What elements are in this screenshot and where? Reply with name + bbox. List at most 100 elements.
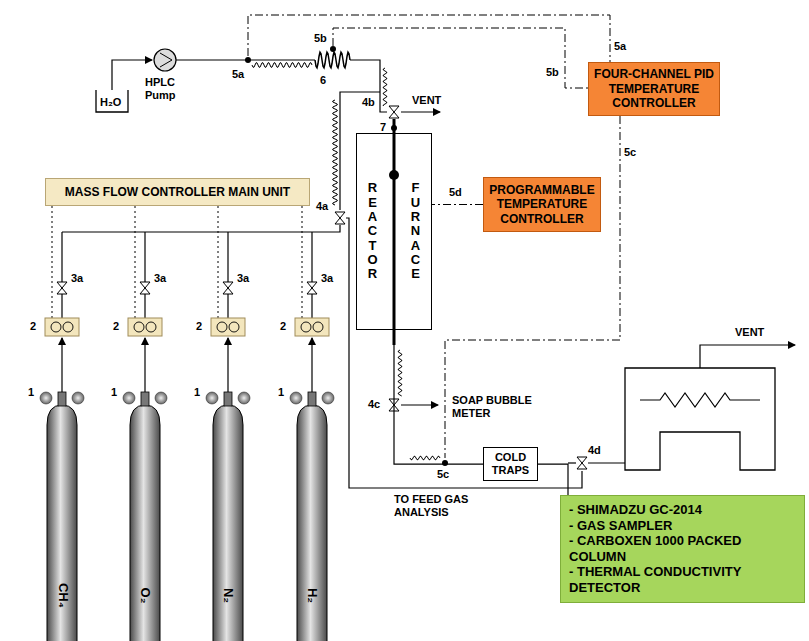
box-text: - THERMAL CONDUCTIVITY DETECTOR	[569, 564, 796, 595]
outlet-line	[568, 462, 576, 463]
gc-detector-housing	[625, 368, 775, 470]
gc-info-box: - SHIMADZU GC-2014- GAS SAMPLER- CARBOXE…	[560, 495, 805, 603]
heat-tracing	[333, 100, 337, 205]
callout-number: 4d	[588, 444, 601, 457]
thermowell	[393, 119, 396, 345]
signal-line	[135, 206, 136, 318]
junction-dot	[245, 57, 251, 63]
mfc-symbol	[217, 322, 227, 332]
box-text: - GAS SAMPLER	[569, 518, 672, 534]
thermocouple-signal	[248, 15, 610, 62]
callout-number: 7	[380, 121, 386, 134]
temperature-controller: FOUR-CHANNEL PID TEMPERATURE CONTROLLER	[588, 62, 720, 116]
part-label: VENT	[735, 326, 764, 339]
junction-dot	[442, 460, 448, 466]
controller-unit: MASS FLOW CONTROLLER MAIN UNIT	[45, 178, 310, 206]
process-line	[538, 464, 568, 495]
callout-number: 1	[278, 386, 284, 399]
junction-dot	[391, 125, 397, 131]
callout-number: 5c	[437, 468, 449, 481]
gas-line	[61, 232, 62, 318]
mfc-symbol	[313, 322, 323, 332]
reactor-furnace: REACTOR FURNACE	[356, 133, 432, 330]
valve-symbol	[307, 282, 317, 294]
callout-number: 3a	[71, 272, 83, 285]
cylinder-neck	[224, 392, 232, 406]
callout-number: 2	[280, 320, 286, 333]
callout-number: 4c	[368, 398, 380, 411]
heat-tracing	[252, 63, 312, 67]
mfc-symbol	[134, 322, 144, 332]
vertical-title: REACTOR	[366, 181, 379, 281]
pressure-regulator	[206, 392, 218, 404]
gas-name: O₂	[138, 587, 153, 603]
pressure-regulator	[238, 392, 250, 404]
callout-number: 2	[30, 320, 36, 333]
gc-vent-line	[700, 345, 795, 368]
gas-line	[61, 338, 62, 392]
mfc-symbol	[229, 322, 239, 332]
part-label: SOAP BUBBLE METER	[452, 394, 542, 419]
callout-number: 4b	[362, 96, 375, 109]
reactor-inlet-line	[350, 60, 387, 112]
pressure-regulator	[322, 392, 334, 404]
mass-flow-controller	[211, 318, 245, 336]
box-text: MASS FLOW CONTROLLER MAIN UNIT	[65, 185, 290, 199]
hplc-pump	[154, 49, 176, 71]
callout-number: 5b	[546, 66, 559, 79]
valve-symbol	[335, 212, 345, 224]
heat-tracing	[410, 456, 440, 459]
callout-number: 5d	[449, 186, 462, 199]
callout-number: 5c	[624, 146, 636, 159]
signal-line	[218, 206, 219, 318]
box-text: PROGRAMMABLE TEMPERATURE CONTROLLER	[489, 183, 595, 226]
temperature-controller: PROGRAMMABLE TEMPERATURE CONTROLLER	[483, 177, 601, 232]
gas-cylinder	[213, 405, 243, 641]
heat-tracing	[398, 350, 401, 396]
part-label: TO FEED GAS ANALYSIS	[394, 493, 486, 518]
callout-number: 2	[196, 320, 202, 333]
box-text: FOUR-CHANNEL PID TEMPERATURE CONTROLLER	[594, 67, 714, 110]
gas-cylinder	[130, 405, 160, 641]
thermocouple-signal	[445, 116, 620, 458]
gas-name: H₂	[305, 587, 320, 602]
process-line	[432, 204, 483, 205]
gas-manifold	[62, 225, 340, 232]
callout-number: 5a	[232, 68, 244, 81]
pressure-regulator	[40, 392, 52, 404]
callout-number: 5b	[314, 32, 327, 45]
pressure-regulator	[155, 392, 167, 404]
gas-name: CH₄	[55, 583, 70, 608]
catalyst-bed	[389, 170, 399, 180]
callout-number: 6	[320, 74, 326, 87]
gas-line	[311, 232, 312, 318]
valve-symbol	[223, 282, 233, 294]
part-label: H₂O	[100, 96, 121, 109]
callout-number: 3a	[154, 272, 166, 285]
valve-symbol	[389, 106, 399, 118]
part-label: HPLC Pump	[145, 76, 185, 101]
pressure-regulator	[123, 392, 135, 404]
mass-flow-controller	[45, 318, 79, 336]
tcd-filament	[640, 393, 760, 407]
feed-analysis-line	[346, 218, 582, 488]
mfc-symbol	[51, 322, 61, 332]
mfc-symbol	[63, 322, 73, 332]
valve-symbol	[577, 457, 587, 469]
thermocouple-signal	[333, 28, 588, 88]
vertical-title: FURNACE	[409, 181, 422, 281]
gas-cylinder	[297, 405, 327, 641]
junction-dot	[330, 46, 336, 52]
box-text: COLD TRAPS	[489, 451, 532, 477]
gas-name: N₂	[221, 587, 236, 602]
gas-line	[227, 232, 228, 318]
vent-line	[401, 111, 440, 112]
callout-number: 2	[113, 320, 119, 333]
heat-tracing	[383, 68, 386, 106]
mfc-symbol	[301, 322, 311, 332]
callout-number: 1	[194, 386, 200, 399]
callout-number: 5a	[614, 40, 626, 53]
water-tank	[96, 90, 128, 112]
callout-number: 3a	[237, 272, 249, 285]
